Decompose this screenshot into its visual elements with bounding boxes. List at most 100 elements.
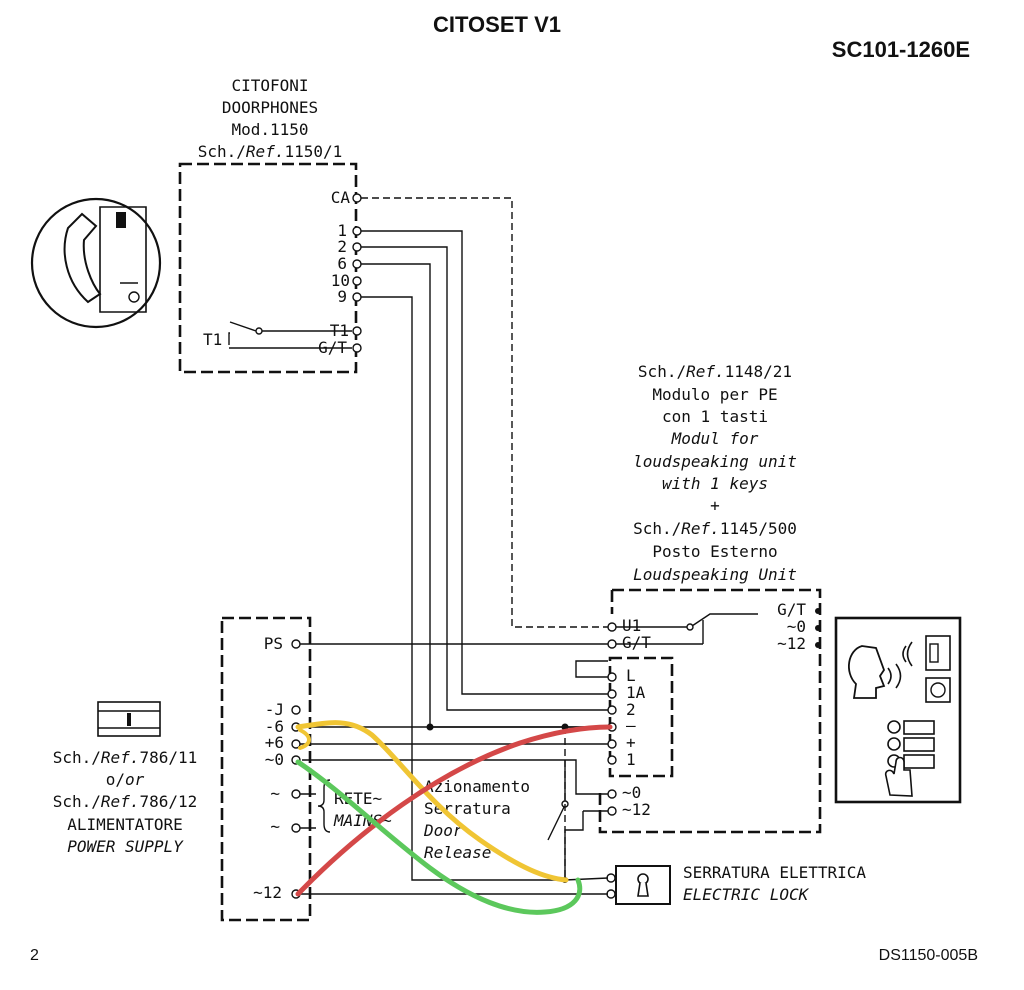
doorphone-handset-icon [30, 197, 162, 329]
outdoor-term-2 [607, 705, 617, 715]
psu-term-pos6-label: +6 [265, 733, 284, 752]
yellow-wire-loop [298, 728, 311, 750]
door-release-label-4: Release [424, 843, 491, 862]
terminal-10 [352, 276, 362, 286]
diagram-code: SC101-1260E [832, 37, 970, 62]
terminal-1-label: 1 [337, 221, 347, 240]
u1-switch [616, 613, 758, 645]
wire-6-minus [361, 263, 608, 728]
module-ref: Sch./Ref.1148/21 [638, 362, 792, 381]
outdoor-term-1-label: 1 [626, 750, 636, 769]
outdoor-term-1a-label: 1A [626, 683, 646, 702]
outdoor-right-ac12-label: ~12 [777, 634, 806, 653]
module-inner-enclosure [608, 656, 674, 778]
doorphone-label: CITOFONI DOORPHONES Mod.1150 Sch./Ref.11… [198, 76, 343, 161]
doorphone-label-it: CITOFONI [231, 76, 308, 95]
psu-ref-1: Sch./Ref.786/11 [53, 748, 198, 767]
t1-switch [228, 321, 352, 349]
green-wire [295, 759, 583, 915]
red-wire [295, 724, 613, 897]
module-name-en: Modul for [671, 429, 759, 448]
psu-term-mains2-label: ~ [270, 817, 280, 836]
outdoor-right-ac0 [815, 625, 821, 631]
terminal-ca-label: CA [331, 188, 351, 207]
psu-name-en: POWER SUPPLY [67, 837, 184, 856]
psu-term-ac12-label: ~12 [253, 883, 282, 902]
outdoor-right-ac0-label: ~0 [787, 617, 806, 636]
module-plus: + [710, 496, 720, 515]
doorphone-model: Mod.1150 [231, 120, 308, 139]
power-supply-enclosure [220, 616, 312, 922]
outdoor-name-it: Posto Esterno [652, 542, 777, 561]
door-release: Azionamento Serratura Door Release [302, 759, 608, 881]
lock-terminal-2 [606, 889, 616, 899]
terminal-6-label: 6 [337, 254, 347, 273]
power-supply-terminals: PS -J -6 +6 ~0 ~ ~ ~12 [253, 634, 301, 902]
doorphone-label-en: DOORPHONES [222, 98, 318, 117]
outdoor-panel-icon [834, 616, 962, 804]
outdoor-term-2-label: 2 [626, 700, 636, 719]
wire-l-loop [575, 660, 608, 678]
mains-input: RETE~ MAINS~ [300, 779, 392, 833]
lock-label-en: ELECTRIC LOCK [683, 885, 810, 904]
psu-term-mains1 [291, 789, 301, 799]
outdoor-terminals: U1 G/T L 1A 2 – + 1 ~0 ~12 [607, 616, 651, 819]
module-name-it: Modulo per PE [652, 385, 777, 404]
outdoor-term-1a [607, 689, 617, 699]
outdoor-term-gt-label: G/T [622, 633, 651, 652]
outdoor-right-gt-label: G/T [777, 600, 806, 619]
wire-release-lock [564, 877, 609, 881]
terminal-t1 [352, 326, 362, 336]
outdoor-term-l [607, 672, 617, 682]
terminal-6 [352, 259, 362, 269]
outdoor-term-ac12 [607, 806, 617, 816]
outdoor-term-ac0-label: ~0 [622, 783, 641, 802]
outdoor-term-plus-label: + [626, 733, 636, 752]
psu-term-mains1-label: ~ [270, 784, 280, 803]
terminal-ca [352, 193, 362, 203]
wire-2-2 [361, 246, 608, 711]
door-release-label-3: Door [423, 821, 463, 840]
diagram-title: CITOSET V1 [433, 12, 561, 37]
outdoor-term-ac0 [607, 789, 617, 799]
psu-ref-2: Sch./Ref.786/12 [53, 792, 198, 811]
page-number: 2 [30, 947, 39, 964]
outdoor-term-1 [607, 755, 617, 765]
psu-term-neg6-label: -6 [265, 717, 284, 736]
psu-term-j-label: -J [265, 700, 284, 719]
highlight-wires [295, 720, 613, 915]
outdoor-right-ac12 [815, 642, 821, 648]
terminal-gt [352, 343, 362, 353]
outdoor-name-en: Loudspeaking Unit [633, 565, 797, 584]
outdoor-right-terminals: G/T ~0 ~12 [777, 600, 821, 653]
outdoor-term-u1-label: U1 [622, 616, 641, 635]
doorphone-ref: Sch./Ref.1150/1 [198, 142, 343, 161]
din-rail-psu-icon [97, 701, 161, 737]
junction-dot-1 [426, 723, 434, 731]
lock-terminal-1 [606, 873, 616, 883]
terminal-1 [352, 226, 362, 236]
outdoor-term-minus-label: – [626, 716, 636, 735]
lock-label-it: SERRATURA ELETTRICA [683, 863, 866, 882]
outdoor-term-ac12-label: ~12 [622, 800, 651, 819]
psu-term-ps-label: PS [264, 634, 283, 653]
psu-ref-or: o/or [106, 770, 145, 789]
psu-term-mains2 [291, 823, 301, 833]
power-supply-caption: Sch./Ref.786/11 o/or Sch./Ref.786/12 ALI… [53, 748, 198, 856]
electric-lock-icon [615, 865, 671, 905]
terminal-2-label: 2 [337, 237, 347, 256]
outdoor-term-l-label: L [626, 666, 636, 685]
outdoor-right-gt [815, 608, 821, 614]
terminal-2 [352, 242, 362, 252]
psu-term-j [291, 705, 301, 715]
outdoor-ref: Sch./Ref.1145/500 [633, 519, 797, 538]
psu-name-it: ALIMENTATORE [67, 815, 183, 834]
outdoor-term-u1 [607, 622, 617, 632]
module-keys-it: con 1 tasti [662, 407, 768, 426]
mains-label: RETE~ [334, 789, 382, 808]
terminal-9-label: 9 [337, 287, 347, 306]
module-keys-en: with 1 keys [662, 474, 768, 493]
wire-1-1a [361, 230, 608, 695]
psu-term-ac0-label: ~0 [265, 750, 284, 769]
